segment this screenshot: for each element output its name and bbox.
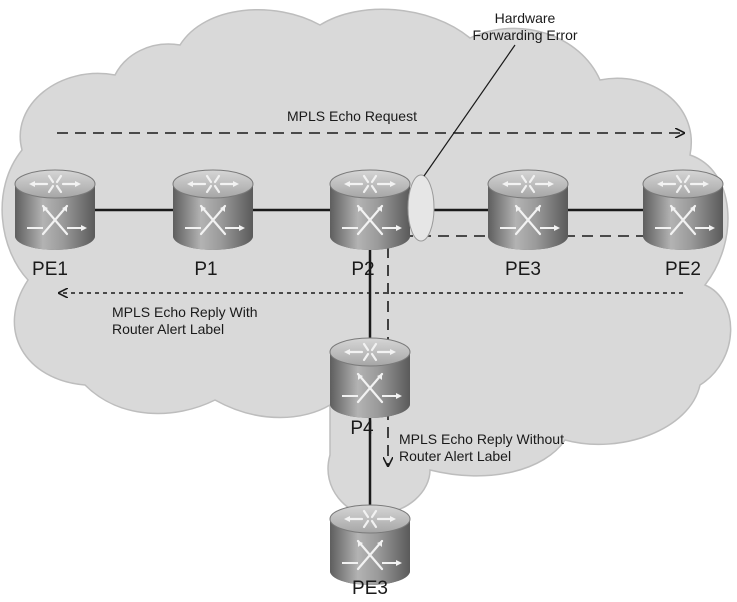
hw-error-line2: Forwarding Error [472, 27, 578, 43]
router-label-p4: P4 [350, 418, 374, 439]
reply-with-line2: Router Alert Label [112, 321, 225, 337]
router-label-pe3-top: PE3 [505, 259, 541, 280]
reply-with-alert-label: MPLS Echo Reply With Router Alert Label [112, 304, 258, 338]
router-label-pe1: PE1 [32, 259, 68, 280]
router-pe3-top-icon [486, 168, 570, 252]
reply-without-alert-label: MPLS Echo Reply Without Router Alert Lab… [399, 431, 564, 465]
hw-error-line1: Hardware [494, 10, 556, 26]
forwarding-error-callout-line [423, 44, 516, 177]
router-pe2-icon [641, 168, 725, 252]
forwarding-error-marker [407, 174, 435, 242]
router-p2-icon [328, 168, 412, 252]
hw-error-label: Hardware Forwarding Error [455, 10, 595, 44]
router-p4-icon [328, 336, 412, 420]
reply-without-line2: Router Alert Label [399, 448, 512, 464]
router-label-pe3-bottom: PE3 [352, 578, 388, 599]
echo-request-label: MPLS Echo Request [287, 108, 417, 124]
router-pe1-icon [13, 168, 97, 252]
router-label-pe2: PE2 [665, 259, 701, 280]
router-label-p2: P2 [351, 259, 375, 280]
reply-with-line1: MPLS Echo Reply With [112, 304, 258, 320]
network-cloud [1, 8, 732, 516]
router-pe3-bottom-icon [328, 503, 412, 587]
router-p1-icon [171, 168, 255, 252]
router-label-p1: P1 [194, 259, 218, 280]
reply-without-line1: MPLS Echo Reply Without [399, 431, 564, 447]
